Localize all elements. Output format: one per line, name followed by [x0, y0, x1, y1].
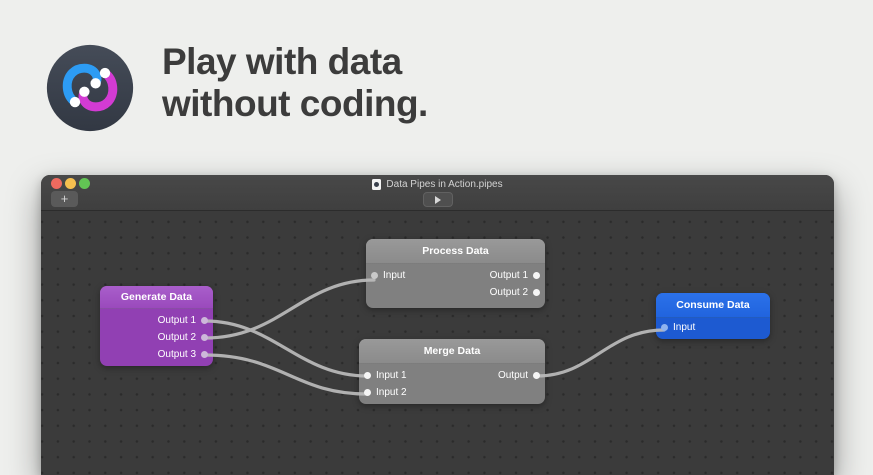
node-process-data[interactable]: Process Data Input Output 1 Output 2 [366, 239, 545, 308]
heading-line-2: without coding. [162, 83, 428, 124]
node-title[interactable]: Process Data [366, 239, 545, 264]
port-output-2[interactable]: Output 2 [158, 332, 208, 343]
wire-merge-output-to-consume-input[interactable] [535, 328, 666, 378]
output-port-dot[interactable] [533, 289, 540, 296]
close-button[interactable] [51, 178, 62, 189]
input-port-dot[interactable] [364, 372, 371, 379]
port-input-2[interactable]: Input 2 [364, 387, 407, 398]
traffic-lights [51, 178, 90, 189]
port-output-3[interactable]: Output 3 [158, 349, 208, 360]
port-label: Output 3 [157, 349, 196, 360]
port-label: Output 1 [157, 315, 196, 326]
port-label: Output 2 [157, 332, 196, 343]
app-window: Data Pipes in Action.pipes + Generate Da… [41, 175, 834, 475]
output-port-dot[interactable] [533, 372, 540, 379]
port-input[interactable]: Input [371, 270, 405, 281]
port-input-1[interactable]: Input 1 [364, 370, 407, 381]
data-pipes-logo-icon [46, 44, 134, 132]
minimize-button[interactable] [65, 178, 76, 189]
node-title[interactable]: Consume Data [656, 293, 770, 318]
port-output[interactable]: Output [498, 370, 540, 381]
port-output-1[interactable]: Output 1 [490, 270, 540, 281]
hero-heading: Play with data without coding. [162, 41, 428, 125]
node-title[interactable]: Merge Data [359, 339, 545, 364]
app-icon [45, 43, 135, 133]
wire-output2-to-process-input[interactable] [203, 278, 376, 340]
port-label: Input 1 [376, 370, 407, 381]
wire-output3-to-merge-input2[interactable] [203, 353, 369, 396]
zoom-button[interactable] [79, 178, 90, 189]
wire-output1-to-merge-input1[interactable] [203, 319, 369, 378]
input-port-dot[interactable] [364, 389, 371, 396]
port-label: Output 1 [489, 270, 528, 281]
port-label: Output [497, 370, 528, 381]
run-button[interactable] [422, 192, 453, 207]
node-consume-data[interactable]: Consume Data Input [656, 293, 770, 339]
node-editor-canvas[interactable]: Generate Data Output 1 Output 2 [41, 211, 834, 475]
play-icon [434, 195, 441, 204]
output-port-dot[interactable] [201, 317, 208, 324]
heading-line-1: Play with data [162, 41, 402, 82]
port-label: Input 2 [376, 387, 407, 398]
output-port-dot[interactable] [201, 351, 208, 358]
output-port-dot[interactable] [201, 334, 208, 341]
output-port-dot[interactable] [533, 272, 540, 279]
node-generate-data[interactable]: Generate Data Output 1 Output 2 [100, 286, 213, 366]
title-bar: Data Pipes in Action.pipes + [41, 175, 834, 211]
port-label: Output 2 [489, 287, 528, 298]
node-title[interactable]: Generate Data [100, 286, 213, 309]
port-label: Input [673, 322, 696, 333]
port-output-1[interactable]: Output 1 [158, 315, 208, 326]
node-merge-data[interactable]: Merge Data Input 1 Output Input 2 [359, 339, 545, 404]
port-input[interactable]: Input [661, 322, 695, 333]
port-label: Input [383, 270, 406, 281]
window-title: Data Pipes in Action.pipes [386, 178, 503, 190]
document-icon [372, 178, 382, 190]
port-output-2[interactable]: Output 2 [490, 287, 540, 298]
input-port-dot[interactable] [661, 324, 668, 331]
window-title-area: Data Pipes in Action.pipes [41, 177, 834, 191]
input-port-dot[interactable] [371, 272, 378, 279]
add-node-button[interactable]: + [51, 191, 78, 207]
